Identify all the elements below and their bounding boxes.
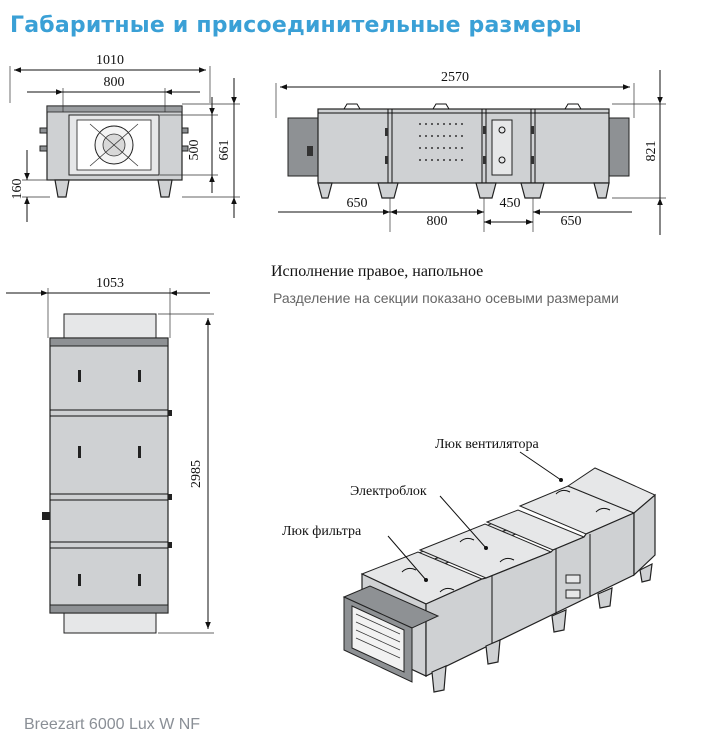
dim-height-duct: 500 bbox=[187, 140, 202, 161]
label-electro-block: Электроблок bbox=[350, 484, 427, 499]
sections-caption: Разделение на секции показано осевыми ра… bbox=[273, 290, 619, 306]
page-title: Габаритные и присоединительные размеры bbox=[10, 13, 582, 38]
execution-caption: Исполнение правое, напольное bbox=[271, 263, 484, 280]
label-filter-hatch: Люк фильтра bbox=[282, 524, 362, 539]
dim-top-width: 1053 bbox=[96, 276, 124, 291]
dim-width-outer: 1010 bbox=[96, 53, 124, 68]
top-view: 1053 2985 bbox=[6, 276, 214, 634]
front-view: 1010 800 500 661 160 bbox=[9, 53, 240, 222]
dim-height-feet: 160 bbox=[10, 179, 25, 200]
dim-section-1: 650 bbox=[347, 196, 368, 211]
side-view: 2570 821 650 800 450 650 bbox=[275, 70, 666, 235]
model-name: Breezart 6000 Lux W NF bbox=[24, 716, 201, 733]
label-fan-hatch: Люк вентилятора bbox=[435, 437, 539, 452]
top-body bbox=[49, 337, 169, 614]
side-duct-left bbox=[287, 117, 319, 177]
dim-section-2: 800 bbox=[427, 214, 448, 229]
top-duct-top bbox=[63, 313, 157, 339]
top-duct-bottom bbox=[63, 612, 157, 634]
dim-top-length: 2985 bbox=[189, 460, 204, 488]
side-body bbox=[317, 108, 610, 184]
iso-view: Люк вентилятора Электроблок Люк фильтра bbox=[282, 437, 656, 693]
dim-section-4: 650 bbox=[561, 214, 582, 229]
dim-width-inner: 800 bbox=[104, 75, 125, 90]
dim-height-total: 661 bbox=[217, 140, 232, 161]
dim-length-total: 2570 bbox=[441, 70, 469, 85]
dim-section-3: 450 bbox=[500, 196, 521, 211]
side-duct-right bbox=[606, 117, 630, 177]
dim-height-total-side: 821 bbox=[644, 141, 659, 162]
